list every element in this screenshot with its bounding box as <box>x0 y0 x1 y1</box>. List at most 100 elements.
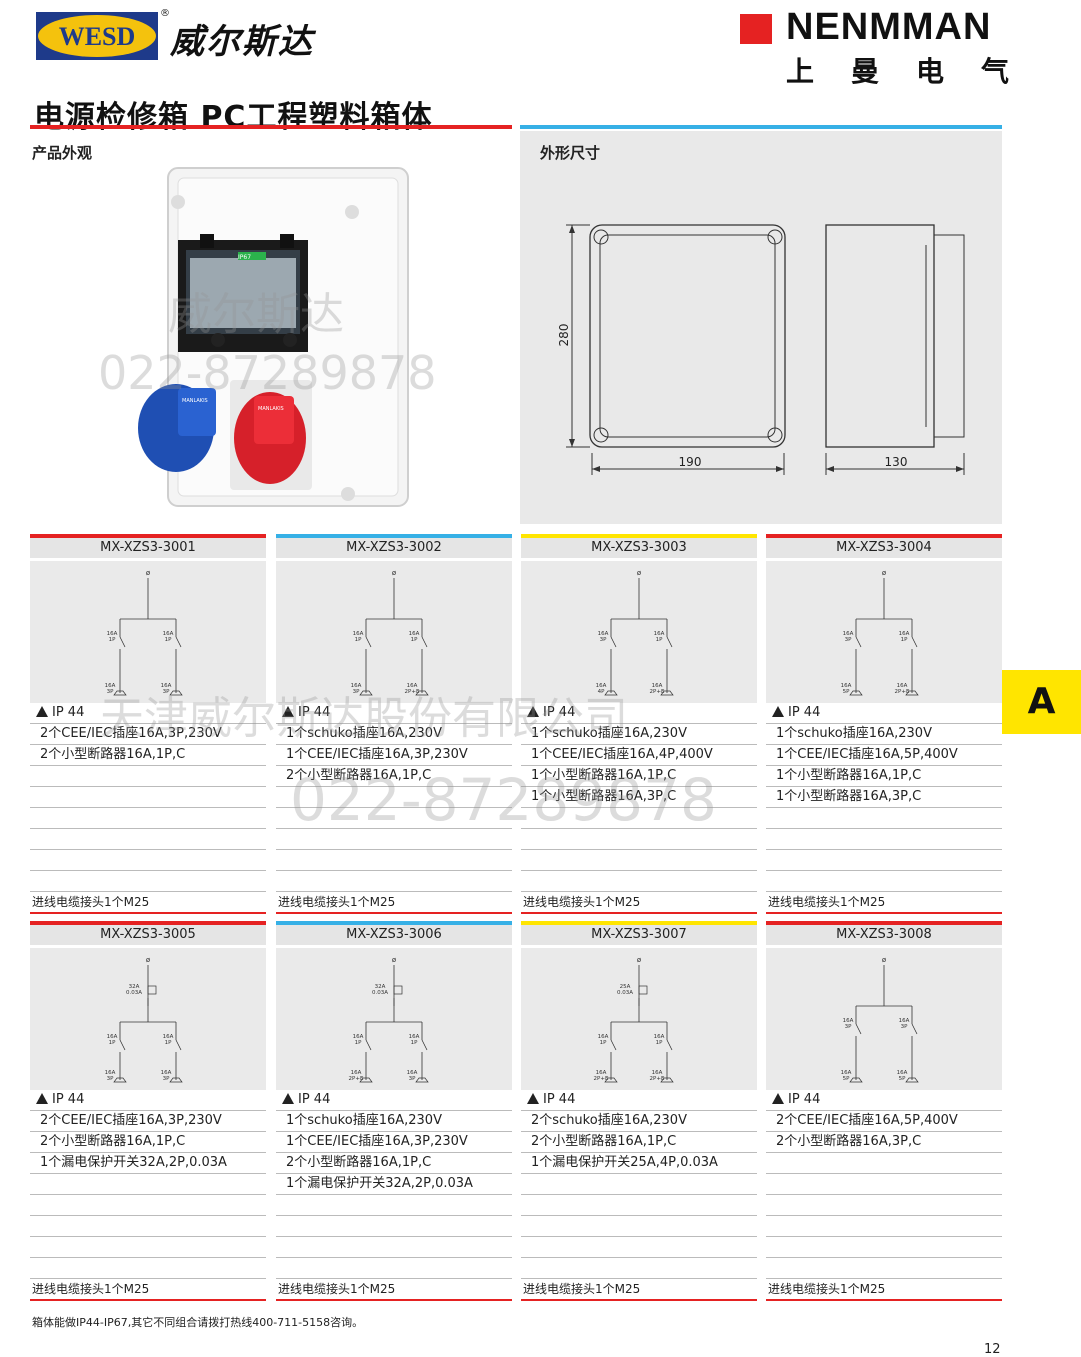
page-title: 电源检修箱 PC工程塑料箱体 <box>34 100 433 135</box>
section-tab-a: A <box>1002 670 1081 734</box>
panel-color-bar <box>30 921 266 925</box>
model-number: MX-XZS3-3006 <box>276 925 512 945</box>
ip-rating-text: IP 44 <box>298 1092 331 1107</box>
socket-rating: 16A <box>161 683 172 689</box>
model-number: MX-XZS3-3001 <box>30 538 266 558</box>
spec-item: 1个CEE/IEC插座16A,5P,400V <box>766 745 1002 766</box>
nenmman-logo-square <box>740 14 772 44</box>
ip-rating-text: IP 44 <box>543 1092 576 1107</box>
spec-item <box>276 1237 512 1258</box>
socket-rating: 16A <box>652 683 663 689</box>
cable-gland-info: 进线电缆接头1个M25 <box>30 892 266 914</box>
spec-item: 2个CEE/IEC插座16A,3P,230V <box>30 1111 266 1132</box>
socket-rating: 16A <box>161 1070 172 1076</box>
spec-item <box>766 1258 1002 1279</box>
spec-item <box>766 1216 1002 1237</box>
breaker-rating: 1P <box>165 1040 172 1046</box>
ip-rating-text: IP 44 <box>52 705 85 720</box>
ip-rating: IP 44 <box>30 1090 266 1111</box>
spec-item: 1个小型断路器16A,3P,C <box>521 787 757 808</box>
spec-item <box>521 829 757 850</box>
panel-color-bar <box>521 921 757 925</box>
breaker-rating: 1P <box>656 1040 663 1046</box>
socket-rating: 16A <box>897 683 908 689</box>
socket-rating: 16A <box>351 683 362 689</box>
spec-item: 2个小型断路器16A,3P,C <box>766 1132 1002 1153</box>
breaker-rating: 16A <box>843 631 854 637</box>
socket-rating: 3P <box>107 689 114 695</box>
socket-rating: 3P <box>163 1076 170 1082</box>
nenmman-brand-cn: 上曼电气 <box>786 55 1047 88</box>
spec-item <box>30 1237 266 1258</box>
spec-item: 1个CEE/IEC插座16A,3P,230V <box>276 1132 512 1153</box>
phase-symbol: ø <box>637 956 642 964</box>
spec-item: 1个schuko插座16A,230V <box>276 1111 512 1132</box>
ip-rating-text: IP 44 <box>52 1092 85 1107</box>
socket-rating: 3P <box>409 1076 416 1082</box>
panel-color-bar <box>521 534 757 538</box>
breaker-rating: 1P <box>165 637 172 643</box>
socket-rating: 16A <box>407 1070 418 1076</box>
spec-item <box>30 808 266 829</box>
dimension-drawing: 280 190 130 <box>540 215 980 485</box>
spec-item: 2个CEE/IEC插座16A,3P,230V <box>30 724 266 745</box>
socket-rating: 5P <box>843 689 850 695</box>
ip67-label: IP67 <box>238 254 251 261</box>
spec-item <box>766 1153 1002 1174</box>
section-appearance-title: 产品外观 <box>32 144 93 162</box>
dim-height-label: 280 <box>557 324 571 347</box>
cable-gland-info: 进线电缆接头1个M25 <box>521 892 757 914</box>
spec-item: 1个schuko插座16A,230V <box>276 724 512 745</box>
breaker-rating: 1P <box>656 637 663 643</box>
spec-item: 2个小型断路器16A,1P,C <box>276 1153 512 1174</box>
socket-rating: 3P <box>107 1076 114 1082</box>
ip-rating: IP 44 <box>766 703 1002 724</box>
spec-item <box>276 1258 512 1279</box>
spec-item <box>521 871 757 892</box>
spec-item <box>766 1174 1002 1195</box>
socket-rating: 16A <box>105 683 116 689</box>
spec-item: 1个schuko插座16A,230V <box>521 724 757 745</box>
spec-item <box>521 1174 757 1195</box>
spec-item <box>276 787 512 808</box>
spec-item: 1个漏电保护开关32A,2P,0.03A <box>276 1174 512 1195</box>
ip-rating: IP 44 <box>30 703 266 724</box>
cable-gland-info: 进线电缆接头1个M25 <box>30 1279 266 1301</box>
phase-symbol: ø <box>392 569 397 577</box>
product-photo: IP67 MANLAKIS MANLAKIS <box>130 160 420 510</box>
spec-item <box>521 808 757 829</box>
spec-item <box>30 1216 266 1237</box>
spec-item <box>521 1216 757 1237</box>
breaker-rating: 16A <box>163 1034 174 1040</box>
spec-item <box>766 850 1002 871</box>
spec-item <box>276 1216 512 1237</box>
cable-gland-info: 进线电缆接头1个M25 <box>766 892 1002 914</box>
warning-icon <box>772 706 784 717</box>
socket-rating: 2P+E <box>405 689 420 695</box>
spec-item <box>276 1195 512 1216</box>
spec-item <box>30 766 266 787</box>
ip-rating: IP 44 <box>766 1090 1002 1111</box>
breaker-rating: 1P <box>355 1040 362 1046</box>
rcd-rating: 0.03A <box>617 990 633 996</box>
spec-item <box>521 850 757 871</box>
phase-symbol: ø <box>637 569 642 577</box>
spec-item: 1个CEE/IEC插座16A,4P,400V <box>521 745 757 766</box>
socket-rating: 5P <box>843 1076 850 1082</box>
title-underline-blue <box>520 125 1002 129</box>
socket-brand-label: MANLAKIS <box>182 398 208 404</box>
spec-item: 2个小型断路器16A,1P,C <box>276 766 512 787</box>
socket-rating: 16A <box>407 683 418 689</box>
socket-rating: 16A <box>841 1070 852 1076</box>
model-number: MX-XZS3-3008 <box>766 925 1002 945</box>
spec-item: 1个CEE/IEC插座16A,3P,230V <box>276 745 512 766</box>
cable-gland-info: 进线电缆接头1个M25 <box>766 1279 1002 1301</box>
spec-item <box>276 829 512 850</box>
spec-item <box>276 850 512 871</box>
warning-icon <box>36 1093 48 1104</box>
